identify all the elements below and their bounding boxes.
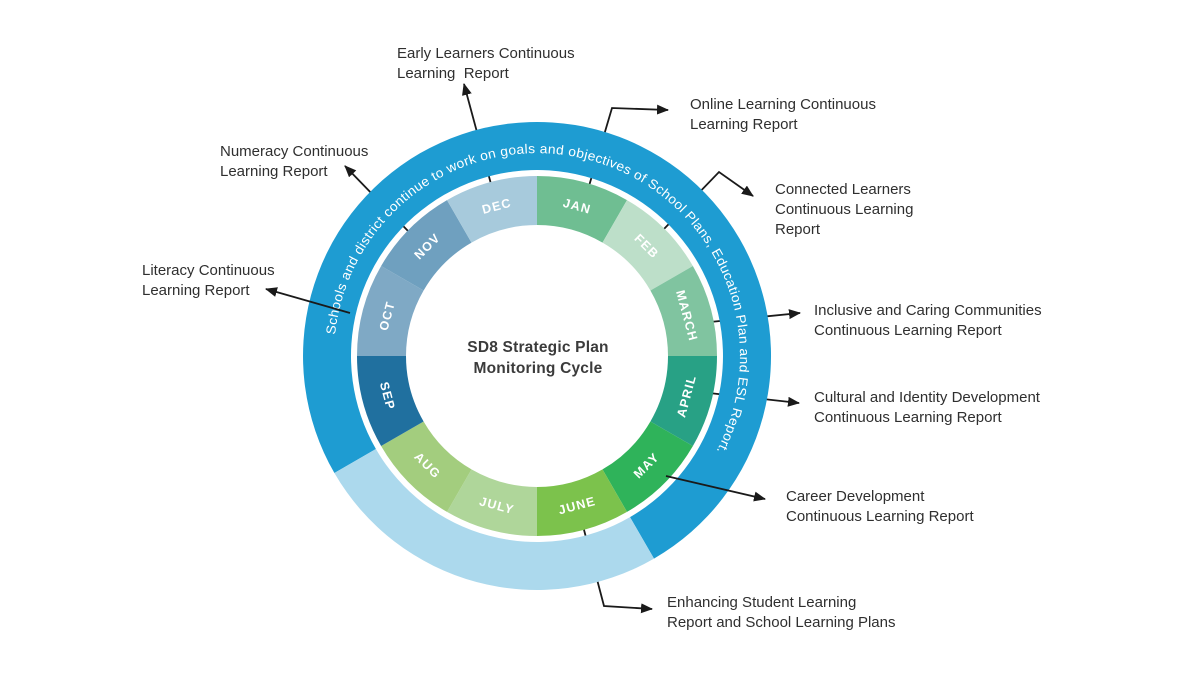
month-segment-april	[650, 356, 717, 446]
callout-enhancing-student-learning-line1: Enhancing Student Learning	[667, 594, 857, 611]
month-segment-march	[650, 266, 717, 356]
connector-arrow-literacy	[265, 287, 351, 314]
callout-online-learning-line1: Online Learning Continuous	[690, 96, 876, 113]
callout-literacy-line2: Learning Report	[142, 281, 250, 299]
center-title-line2: Monitoring Cycle	[473, 359, 603, 377]
month-segment-may	[602, 421, 693, 512]
month-segment-jan	[537, 176, 627, 243]
callout-inclusive-caring-communities-line1: Inclusive and Caring Communities	[814, 302, 1042, 319]
callout-cultural-identity-development-line1: Cultural and Identity Development	[814, 389, 1040, 406]
callout-cultural-identity-development-line2: Continuous Learning Report	[814, 408, 1002, 426]
callout-online-learning-line2: Learning Report	[690, 115, 798, 133]
callout-early-learners-line2: Learning Report	[397, 64, 509, 82]
month-segment-dec	[447, 175, 537, 243]
callout-connected-learners-line1: Connected Learners	[775, 181, 911, 198]
month-segment-feb	[602, 200, 693, 291]
month-segment-aug	[381, 421, 472, 512]
callout-connected-learners-line3: Report	[775, 220, 821, 238]
month-segment-july	[447, 469, 537, 536]
month-segment-june	[537, 469, 627, 536]
callout-connected-learners-line2: Continuous Learning	[775, 200, 914, 218]
callout-inclusive-caring-communities-line2: Continuous Learning Report	[814, 321, 1002, 339]
center-title-line1: SD8 Strategic Plan	[467, 339, 609, 356]
callout-career-development-line2: Continuous Learning Report	[786, 507, 974, 525]
connector-arrow-career-development	[665, 475, 766, 502]
callout-early-learners-line1: Early Learners Continuous	[397, 45, 575, 62]
outer-ring-light-segment	[334, 449, 654, 590]
month-segment-oct	[357, 266, 424, 356]
connectors-over-ring	[265, 287, 766, 502]
callout-numeracy-line1: Numeracy Continuous	[220, 143, 369, 160]
wheel-center-title: SD8 Strategic Plan Monitoring Cycle	[437, 338, 639, 380]
callout-literacy-line1: Literacy Continuous	[142, 262, 275, 279]
month-segment-sep	[357, 356, 424, 446]
callout-enhancing-student-learning-line2: Report and School Learning Plans	[667, 613, 896, 631]
callout-numeracy-line2: Learning Report	[220, 162, 328, 180]
month-segment-nov	[381, 200, 472, 291]
callout-career-development-line1: Career Development	[786, 488, 925, 505]
